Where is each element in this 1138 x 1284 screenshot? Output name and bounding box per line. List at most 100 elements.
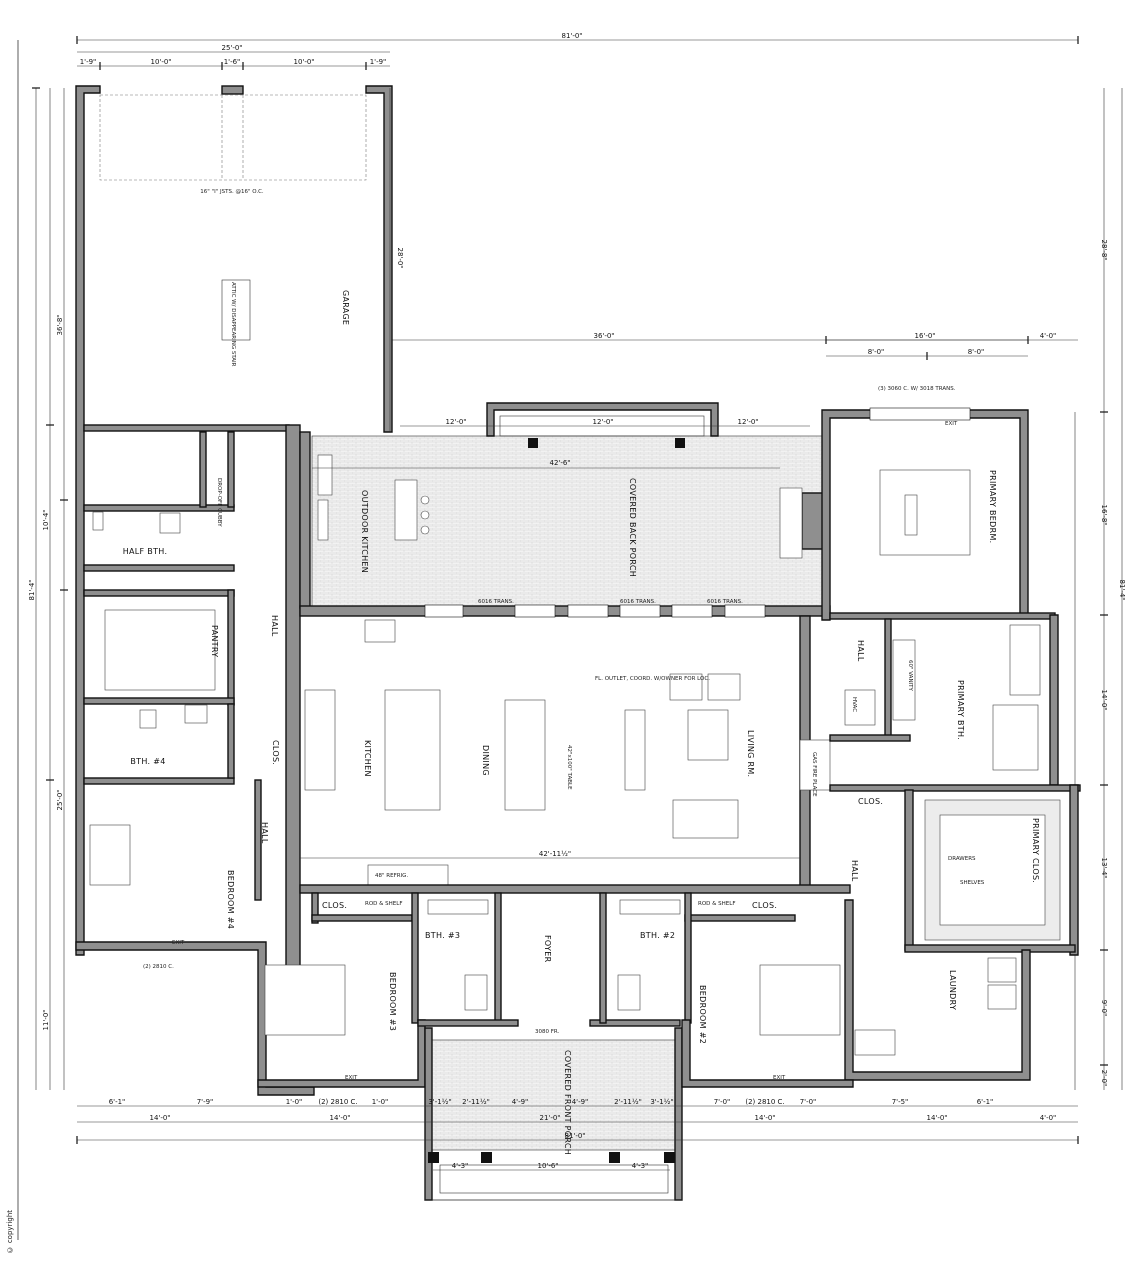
fireplace-note: GAS FIRE PLACE — [811, 752, 817, 797]
bedroom-3-wing: CLOS. ROD & SHELF BTH. #3 BEDROOM #3 EXI… — [257, 892, 502, 1088]
refrig-note: 48" REFRIG. — [375, 873, 408, 879]
dim-left-height-5: 10'-4" — [42, 509, 50, 530]
clos-west-label: CLOS. — [271, 740, 280, 765]
laundry-label: LAUNDRY — [948, 970, 957, 1010]
dim-left-14b: 14'-0" — [329, 1114, 350, 1122]
attic-note: ATTIC W/ DISAPPEARING STAIR — [230, 282, 236, 367]
garage-label: GARAGE — [341, 290, 350, 325]
dim-seg-6-1b: 6'-1" — [977, 1098, 994, 1106]
dim-right-end: 4'-0" — [1040, 332, 1057, 340]
laundry: LAUNDRY — [844, 899, 1031, 1081]
kitchen-label: KITCHEN — [363, 740, 372, 777]
hall-west-label: HALL — [270, 615, 279, 637]
dim-right-height-5: 13'-4" — [1100, 857, 1108, 878]
dim-porch-posts-a: 4'-3" — [452, 1162, 469, 1170]
rod-shelf-b3: ROD & SHELF — [365, 901, 403, 907]
dim-seg-3-1b: 3'-1½" — [650, 1098, 673, 1106]
dim-seg-4-9a: 4'-9" — [512, 1098, 529, 1106]
dim-left-height-3: 25'-0" — [56, 789, 64, 810]
dim-porch-right: 12'-0" — [737, 418, 758, 426]
dim-porch-posts-c: 4'-3" — [632, 1162, 649, 1170]
hall-east2-label: HALL — [850, 860, 859, 882]
hvac-note: HVAC — [851, 697, 857, 712]
trans-1: 6016 TRANS. — [478, 599, 514, 605]
dim-hall-span: 42'-11½" — [539, 850, 571, 858]
dim-left-height-2: 81'-4" — [28, 579, 36, 600]
half-bath-label: HALF BTH. — [123, 547, 168, 556]
exit-b4: EXIT — [172, 940, 185, 946]
bedroom-4: BEDROOM #4 EXIT (2) 2810 C. — [75, 824, 315, 1096]
bath4-label: BTH. #4 — [130, 757, 165, 766]
dim-porch-length: 42'-6" — [549, 459, 570, 467]
dim-primary-seg2: 8'-0" — [968, 348, 985, 356]
exit-b3: EXIT — [345, 1075, 358, 1081]
dim-garage-depth: 28'-0" — [396, 247, 404, 268]
dim-bottom-total: 81'-0" — [564, 1132, 585, 1140]
right-dimensions: 28'-8" 81'-4" 16'-8" 14'-0" 13'-4" 9'-0"… — [1074, 88, 1126, 1090]
clos-b3-label: CLOS. — [322, 901, 347, 910]
window-b4: (2) 2810 C. — [143, 964, 174, 970]
hall-east-label: HALL — [856, 640, 865, 662]
dim-right-height-2: 81'-4" — [1118, 579, 1126, 600]
dim-porch-posts-b: 10'-6" — [537, 1162, 558, 1170]
trans-2: 6016 TRANS. — [620, 599, 656, 605]
dim-overall-width: 81'-0" — [561, 32, 582, 40]
window-primary: (3) 3060 C. W/ 3018 TRANS. — [878, 386, 956, 392]
pantry-label: PANTRY — [210, 625, 219, 657]
dim-rear-setback: 36'-0" — [593, 332, 614, 340]
dim-seg-2-11a: 2'-11½" — [462, 1098, 490, 1106]
dim-seg-7-5: 7'-5" — [892, 1098, 909, 1106]
cubby-note: DROP-OFF CUBBY — [216, 478, 222, 527]
dim-seg-1-0b: 1'-0" — [372, 1098, 389, 1106]
shelves-note: SHELVES — [960, 880, 985, 886]
dim-seg-6-1: 6'-1" — [109, 1098, 126, 1106]
primary-bath-label: PRIMARY BTH. — [956, 680, 965, 740]
dim-garage-seg1: 1'-9" — [80, 58, 97, 66]
dim-porch-mid: 12'-0" — [592, 418, 613, 426]
garage: ATTIC W/ DISAPPEARING STAIR GARAGE 16" "… — [75, 85, 404, 956]
dim-porch-left: 12'-0" — [445, 418, 466, 426]
dim-seg-7-9: 7'-9" — [197, 1098, 214, 1106]
fl-outlet-note: FL. OUTLET, COORD. W/OWNER FOR LOC. — [595, 676, 710, 682]
living-label: LIVING RM. — [746, 730, 755, 777]
dim-garage-seg2: 10'-0" — [150, 58, 171, 66]
primary-closet-label: PRIMARY CLOS. — [1031, 818, 1040, 883]
vanity-note: 60" VANITY — [907, 660, 913, 692]
foyer-front-porch: FOYER 3080 FR. COVERED FRONT PORCH 4'-3"… — [417, 892, 683, 1201]
left-dimensions: 36'-8" 81'-4" 25'-0" 11'-0" 10'-4" — [28, 87, 68, 1090]
bedroom-2-wing: BTH. #2 CLOS. ROD & SHELF BEDROOM #2 EXI… — [617, 892, 854, 1088]
dim-left-14a: 14'-0" — [149, 1114, 170, 1122]
hall-small-label: HALL — [260, 822, 269, 844]
rod-shelf-b2: ROD & SHELF — [698, 901, 736, 907]
table-note: 42"x100" TABLE — [566, 745, 572, 790]
clos-b2-label: CLOS. — [752, 901, 777, 910]
top-dimensions: 81'-0" 25'-0" 1'-9" 10'-0" 1'-6" 10'-0" … — [76, 32, 1079, 360]
exit-primary: EXIT — [945, 421, 958, 427]
dim-primary-width: 16'-0" — [914, 332, 935, 340]
dim-right-height-7: 2'-0" — [1100, 1070, 1108, 1087]
dim-left-height-1: 36'-8" — [56, 314, 64, 335]
bedroom4-label: BEDROOM #4 — [226, 870, 235, 929]
primary-suite: PRIMARY BEDRM. (3) 3060 C. W/ 3018 TRANS… — [821, 386, 1081, 956]
dim-primary-seg1: 8'-0" — [868, 348, 885, 356]
west-wing: HALF BTH. PANTRY HALL BTH. #4 CLOS. HALL… — [83, 424, 301, 996]
dim-right-height-4: 14'-0" — [1100, 689, 1108, 710]
bedroom3-label: BEDROOM #3 — [388, 972, 397, 1031]
dim-seg-4-9b: 4'-9" — [572, 1098, 589, 1106]
primary-bedroom-label: PRIMARY BEDRM. — [988, 470, 997, 544]
covered-front-porch-label: COVERED FRONT PORCH — [563, 1050, 572, 1155]
dim-right-height-1: 28'-8" — [1100, 239, 1108, 260]
back-porch: OUTDOOR KITCHEN COVERED BACK PORCH 42'-6… — [299, 402, 827, 609]
trans-3: 6016 TRANS. — [707, 599, 743, 605]
bath3-label: BTH. #3 — [425, 931, 460, 940]
dim-garage-seg3: 1'-6" — [224, 58, 241, 66]
bedroom2-label: BEDROOM #2 — [698, 985, 707, 1044]
covered-back-porch-label: COVERED BACK PORCH — [628, 478, 637, 577]
dim-left-height-4: 11'-0" — [42, 1009, 50, 1030]
dim-garage-width: 25'-0" — [221, 44, 242, 52]
dim-seg-7-0a: 7'-0" — [714, 1098, 731, 1106]
dim-seg-2-11b: 2'-11½" — [614, 1098, 642, 1106]
dim-garage-seg5: 1'-9" — [370, 58, 387, 66]
great-room: 6016 TRANS. 6016 TRANS. 6016 TRANS. 48" … — [299, 599, 851, 894]
